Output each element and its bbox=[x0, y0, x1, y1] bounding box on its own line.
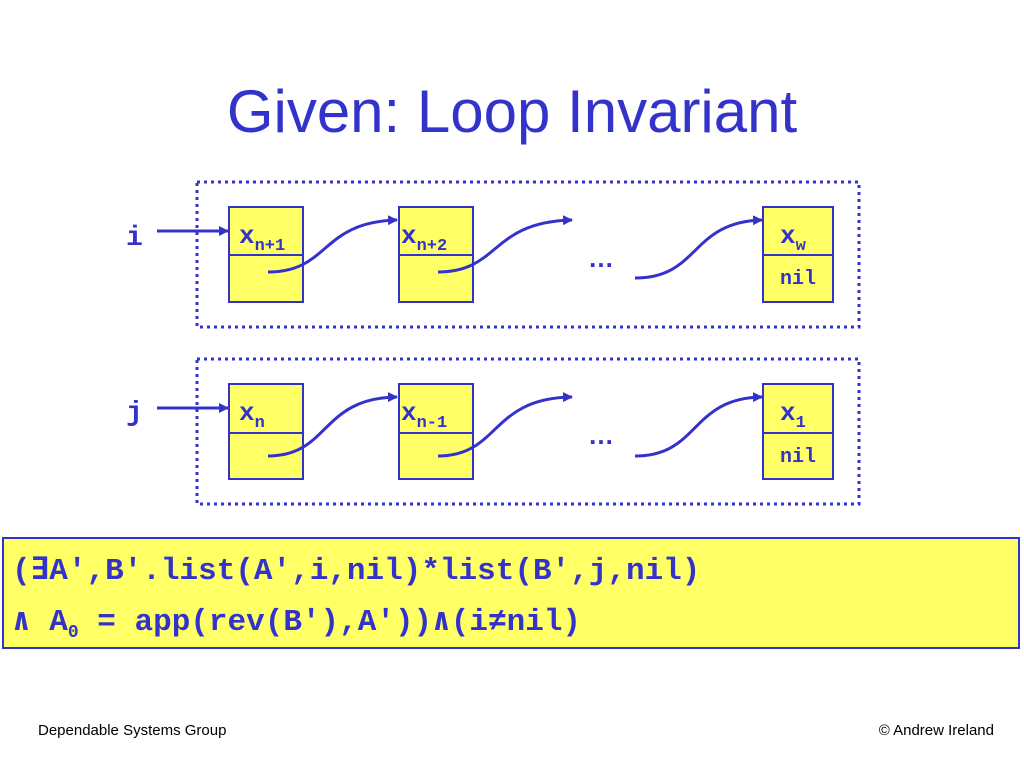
formula-line-2: ∧ A0 = app(rev(B′),A′))∧(i≠nil) bbox=[12, 602, 581, 643]
ellipsis: … bbox=[588, 420, 614, 450]
svg-text:xn+2: xn+2 bbox=[401, 221, 447, 256]
node-head: x bbox=[401, 221, 417, 251]
list-j-container bbox=[195, 357, 861, 506]
pointer-i-label: i bbox=[126, 223, 143, 254]
nil-label: nil bbox=[780, 268, 816, 291]
svg-text:xw: xw bbox=[780, 221, 807, 256]
node-subscript: n+2 bbox=[417, 237, 448, 256]
formula-line-2-post: = app(rev(B′),A′))∧(i≠nil) bbox=[78, 605, 582, 640]
ellipsis: … bbox=[588, 243, 614, 273]
link-arrow bbox=[267, 215, 398, 274]
node-head: x bbox=[401, 398, 417, 428]
slide-title: Given: Loop Invariant bbox=[226, 78, 798, 145]
svg-text:xn+1: xn+1 bbox=[239, 221, 285, 256]
invariant-formula-box: (∃A′,B′.list(A′,i,nil)*list(B′,j,nil) ∧ … bbox=[2, 537, 1020, 649]
svg-text:xn: xn bbox=[239, 398, 265, 433]
link-arrow bbox=[437, 215, 573, 274]
formula-line-1: (∃A′,B′.list(A′,i,nil)*list(B′,j,nil) bbox=[12, 554, 701, 589]
link-arrow bbox=[267, 392, 398, 458]
svg-text:x1: x1 bbox=[780, 398, 806, 433]
footer-right: © Andrew Ireland bbox=[878, 722, 994, 739]
formula-line-2-pre: ∧ A bbox=[12, 605, 68, 640]
formula-subscript: 0 bbox=[67, 623, 79, 644]
pointer-j-label: j bbox=[126, 398, 143, 429]
node-head: x bbox=[780, 221, 796, 251]
list-i-node-1: xn+1 bbox=[228, 206, 304, 303]
nil-label: nil bbox=[780, 446, 816, 469]
node-subscript: n-1 bbox=[417, 414, 448, 433]
link-arrow bbox=[634, 392, 763, 458]
list-i-node-2: xn+2 bbox=[398, 206, 474, 303]
footer-left: Dependable Systems Group bbox=[38, 722, 227, 739]
list-j-node-1: xn bbox=[228, 383, 304, 480]
list-j-node-2: xn-1 bbox=[398, 383, 474, 480]
node-subscript: n bbox=[255, 414, 265, 433]
node-subscript: n+1 bbox=[255, 237, 286, 256]
node-subscript: 1 bbox=[796, 414, 806, 433]
list-j-node-3: x1 nil bbox=[762, 383, 834, 480]
node-subscript: w bbox=[796, 237, 807, 256]
link-arrow bbox=[634, 215, 763, 280]
node-head: x bbox=[780, 398, 796, 428]
node-head: x bbox=[239, 398, 255, 428]
list-i-node-3: xw nil bbox=[762, 206, 834, 303]
svg-text:xn-1: xn-1 bbox=[401, 398, 447, 433]
node-head: x bbox=[239, 221, 255, 251]
link-arrow bbox=[437, 392, 573, 458]
list-i-container bbox=[195, 180, 861, 329]
